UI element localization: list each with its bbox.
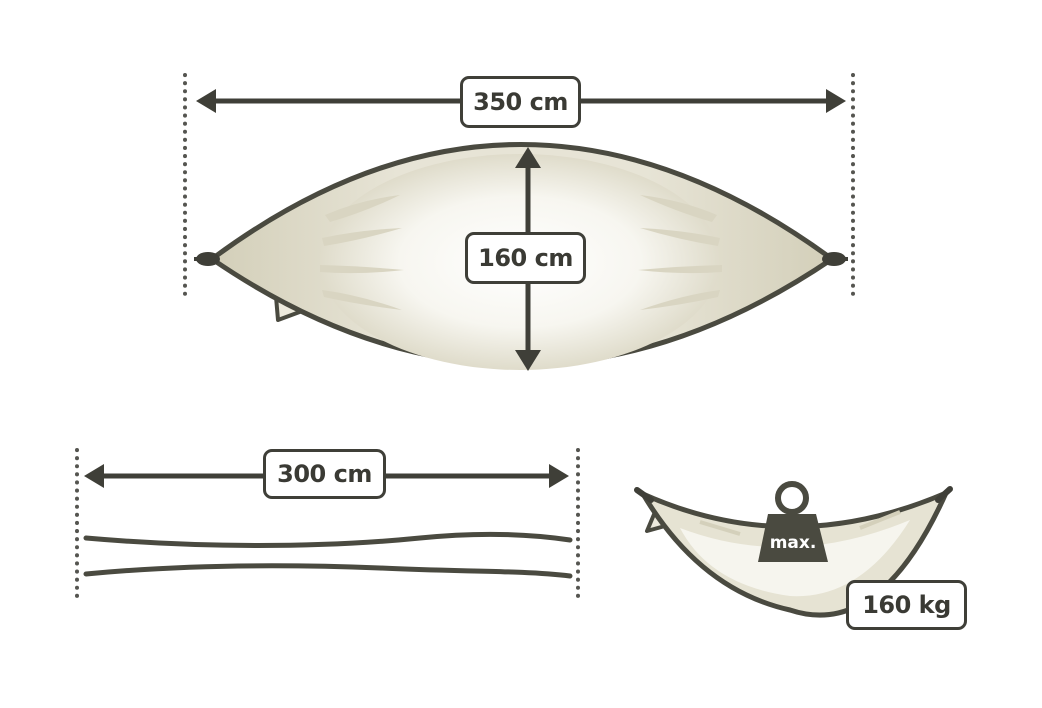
rope-arrow-right-head [549, 464, 569, 488]
rope-arrow-left-head [84, 464, 104, 488]
width-arrow-top-head [515, 147, 541, 168]
rope-line-2 [83, 563, 573, 579]
width-label: 160 cm [465, 232, 586, 284]
weight-icon [758, 514, 828, 562]
rope-line-1 [83, 531, 573, 548]
width-arrow-bottom-head [515, 350, 541, 371]
length-arrow-left-head [196, 89, 216, 113]
length-arrow-right-head [826, 89, 846, 113]
max-weight-badge: max. [769, 533, 817, 553]
capacity-label: 160 kg [846, 580, 967, 630]
rope-length-label: 300 cm [263, 449, 386, 499]
length-label: 350 cm [460, 76, 581, 128]
weight-ring-icon [775, 481, 809, 515]
